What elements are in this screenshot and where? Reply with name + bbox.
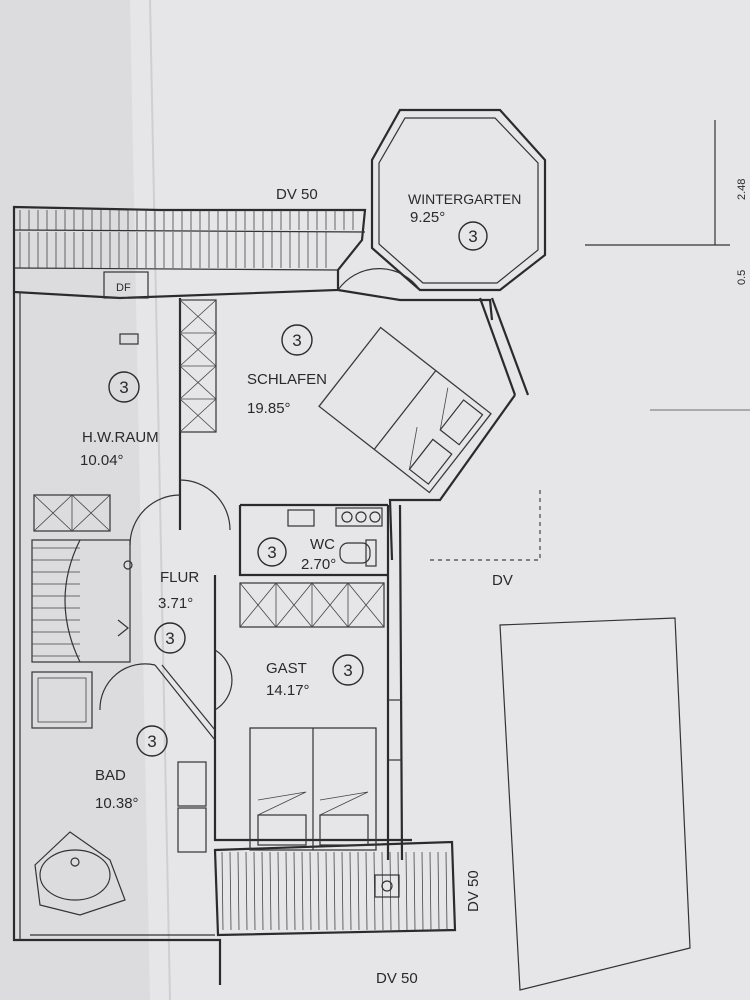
room-area-wc: 2.70°: [301, 556, 336, 573]
room-name-flur: FLUR: [160, 569, 199, 586]
roof-hatch-bottom: [213, 840, 457, 937]
paper-fold: [149, 0, 171, 1000]
right-outline: [430, 120, 750, 991]
wc-fixtures: [287, 507, 383, 567]
df-label: DF: [116, 282, 131, 294]
room-marker-flur: 3: [154, 622, 186, 654]
bed-schlafen: [318, 326, 492, 494]
label-dv-bottom: DV 50: [376, 970, 418, 987]
room-marker-schlafen: 3: [281, 324, 313, 356]
room-area-gast: 14.17°: [266, 682, 310, 699]
storage-cabinets: [33, 299, 385, 628]
room-markers: 3 3 3 3 3 3 3: [108, 221, 488, 757]
room-marker-number: 3: [468, 227, 477, 246]
room-name-bad: BAD: [95, 767, 126, 784]
room-marker-gast: 3: [332, 654, 364, 686]
room-name-gast: GAST: [266, 660, 307, 677]
room-area-schlafen: 19.85°: [247, 400, 291, 417]
outer-walls: [12, 288, 530, 985]
dimension-05: 0.5: [736, 270, 748, 285]
bed-gast: [249, 727, 377, 851]
doors: [99, 479, 233, 741]
staircase: [31, 539, 133, 663]
room-marker-bad: 3: [136, 725, 168, 757]
room-marker-number: 3: [267, 543, 276, 562]
room-labels: WINTERGARTEN 9.25° SCHLAFEN 19.85° H.W.R…: [80, 191, 521, 812]
room-marker-wc: 3: [257, 537, 287, 567]
room-area-wintergarten: 9.25°: [410, 209, 445, 226]
room-marker-number: 3: [343, 661, 352, 680]
room-marker-number: 3: [165, 629, 174, 648]
room-marker-hwraum: 3: [108, 371, 140, 403]
room-marker-wintergarten: 3: [458, 221, 488, 251]
label-dv-top: DV 50: [276, 186, 318, 203]
room-area-bad: 10.38°: [95, 795, 139, 812]
room-marker-number: 3: [147, 732, 156, 751]
annotation-labels: DV 50 DV DV 50 DV 50 2.48 0.5: [276, 179, 748, 987]
bath-fixtures: [31, 671, 207, 916]
room-marker-number: 3: [119, 378, 128, 397]
room-area-flur: 3.71°: [158, 595, 193, 612]
df-box: [103, 271, 149, 299]
room-name-wintergarten: WINTERGARTEN: [408, 191, 521, 207]
room-name-schlafen: SCHLAFEN: [247, 371, 327, 388]
dimension-248: 2.48: [736, 179, 748, 200]
room-marker-number: 3: [292, 331, 301, 350]
wintergarten-outline: [337, 108, 547, 292]
room-name-wc: WC: [310, 536, 335, 553]
label-dv-side: DV 50: [465, 870, 482, 912]
roof-hatch-top: DF: [12, 205, 367, 300]
room-area-hwraum: 10.04°: [80, 452, 124, 469]
label-dv-right: DV: [492, 572, 513, 589]
room-name-hwraum: H.W.RAUM: [82, 429, 159, 446]
